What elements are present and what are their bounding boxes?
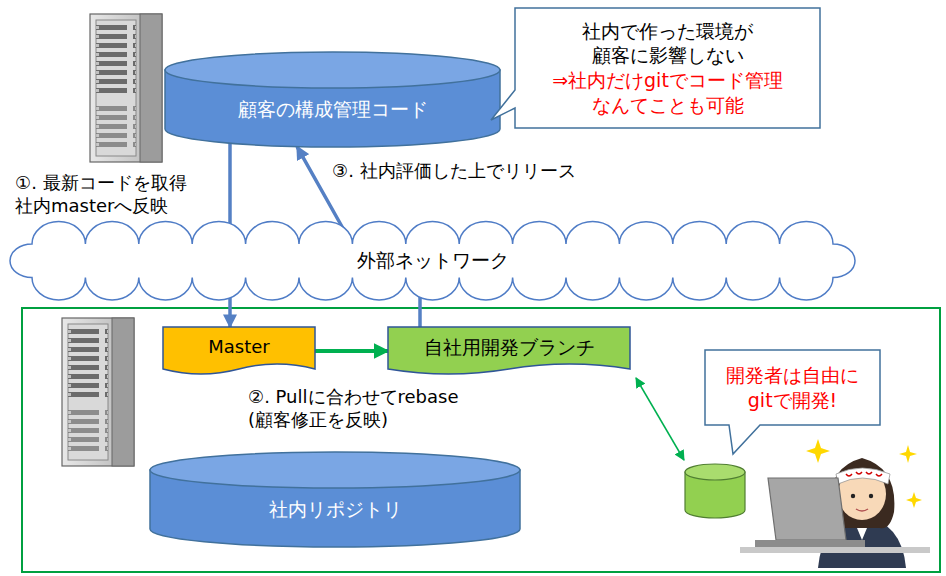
- network-cloud-outline: [10, 222, 855, 300]
- sparkle: [906, 492, 922, 508]
- node-text: Master: [208, 335, 269, 358]
- node-text: 開発者は自由に gitで開発!: [725, 363, 860, 412]
- node-text: 顧客の構成管理コード: [238, 97, 428, 122]
- desk: [740, 547, 930, 553]
- eye: [869, 494, 873, 498]
- step-label: ①. 最新コードを取得 社内masterへ反映: [15, 172, 189, 217]
- sparkle: [806, 439, 830, 463]
- repository-cylinder: 社内リポジトリ: [150, 452, 520, 547]
- branch-document: 自社用開発ブランチ: [388, 327, 630, 375]
- laptop-base: [755, 540, 865, 547]
- branch-document-outline: [163, 327, 315, 374]
- step-label: ③. 社内評価した上でリリース: [332, 160, 576, 183]
- repository-cylinder-outline: [150, 452, 520, 488]
- cylinder-top: [685, 464, 745, 480]
- branch-document-outline: [388, 327, 630, 374]
- eye: [851, 494, 855, 498]
- repository-cylinder: 顧客の構成管理コード: [165, 52, 500, 147]
- server-icon: [62, 318, 134, 466]
- node-text: 社内リポジトリ: [269, 497, 402, 522]
- sync-arrow: [636, 378, 684, 460]
- local-repo-cylinder: [685, 464, 745, 518]
- network-cloud: 外部ネットワーク: [10, 220, 855, 300]
- callout-box-outline: [491, 8, 820, 128]
- mouth: [856, 509, 868, 511]
- laptop-lid: [768, 478, 846, 540]
- flow-arrow: [315, 349, 388, 353]
- headband-mark: [846, 472, 882, 476]
- callout-box: 開発者は自由に gitで開発!: [705, 350, 880, 425]
- developer-illustration: [740, 439, 930, 568]
- node-text: 外部ネットワーク: [357, 248, 509, 273]
- callout-box: 社内で作った環境が 顧客に影響しない⇒社内だけgitでコード管理 なんてことも可…: [515, 8, 820, 128]
- node-text: 自社用開発ブランチ: [424, 335, 595, 360]
- headband: [836, 468, 890, 484]
- repository-cylinder-outline: [165, 52, 500, 88]
- node-text: ⇒社内だけgitでコード管理 なんてことも可能: [551, 68, 784, 117]
- branch-document: Master: [163, 327, 315, 375]
- node-text: 社内で作った環境が 顧客に影響しない: [581, 19, 754, 68]
- server-icon: [90, 14, 162, 162]
- sparkle: [899, 445, 917, 463]
- network-frame: [22, 308, 940, 572]
- step-label: ②. Pullに合わせてrebase (顧客修正を反映): [248, 386, 461, 431]
- callout-box-shape: [705, 350, 880, 425]
- callout-box-outline: [705, 350, 880, 454]
